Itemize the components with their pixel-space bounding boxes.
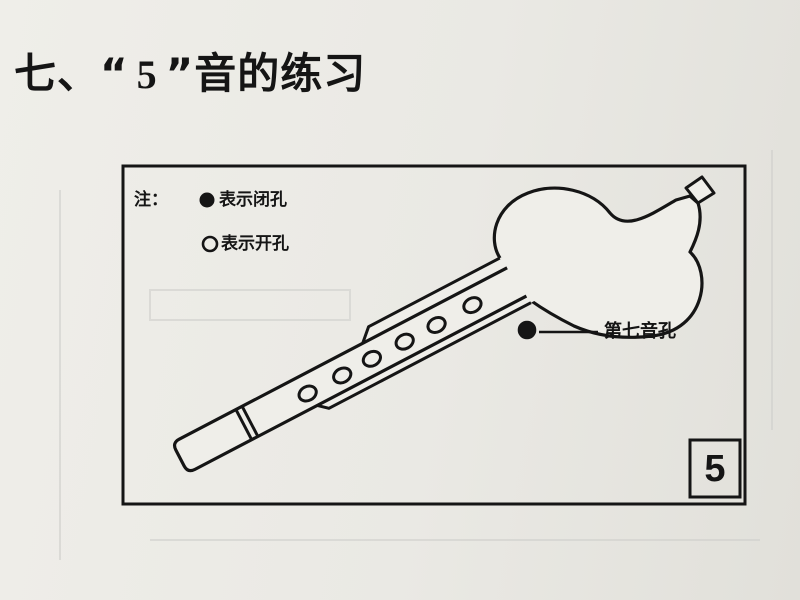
front-hole-2: [332, 366, 353, 385]
front-hole-1: [297, 384, 318, 403]
legend-label: 注：: [134, 190, 168, 210]
note-box: [688, 438, 742, 499]
back-hole-marker: [517, 320, 537, 340]
front-holes: [297, 296, 483, 403]
front-hole-3: [361, 349, 382, 368]
back-hole-label: 第七音孔: [604, 321, 676, 342]
main-pipe-outline: [172, 266, 528, 473]
gourd-body: [492, 186, 704, 339]
pipe-body-fill: [174, 249, 542, 471]
lower-drone-pipe: [316, 301, 532, 410]
title-text: ”音的练习: [165, 49, 367, 98]
title-note: 5: [136, 52, 158, 97]
front-hole-5: [426, 316, 447, 334]
front-hole-6: [462, 296, 483, 315]
mouthpiece-joint-line: [234, 408, 254, 441]
diagram-frame: [121, 164, 747, 506]
upper-drone-pipe: [361, 256, 501, 344]
mouthpiece-joint-line: [240, 405, 260, 438]
legend-open-hole-text: 表示开孔: [221, 234, 289, 254]
legend-closed-hole-text: 表示闭孔: [219, 190, 287, 210]
title-section-number: 七、“: [14, 49, 129, 98]
open-hole-legend-icon: [201, 235, 219, 253]
hulusi-pipes: [172, 249, 542, 473]
closed-hole-legend-icon: [199, 192, 215, 208]
note-box-value: 5: [704, 448, 726, 490]
show-through-marks: [59, 150, 773, 560]
front-hole-4: [394, 332, 415, 351]
gourd-mouthpiece-stub: [684, 175, 716, 205]
page-title: 七、“5”音的练习: [14, 46, 366, 102]
